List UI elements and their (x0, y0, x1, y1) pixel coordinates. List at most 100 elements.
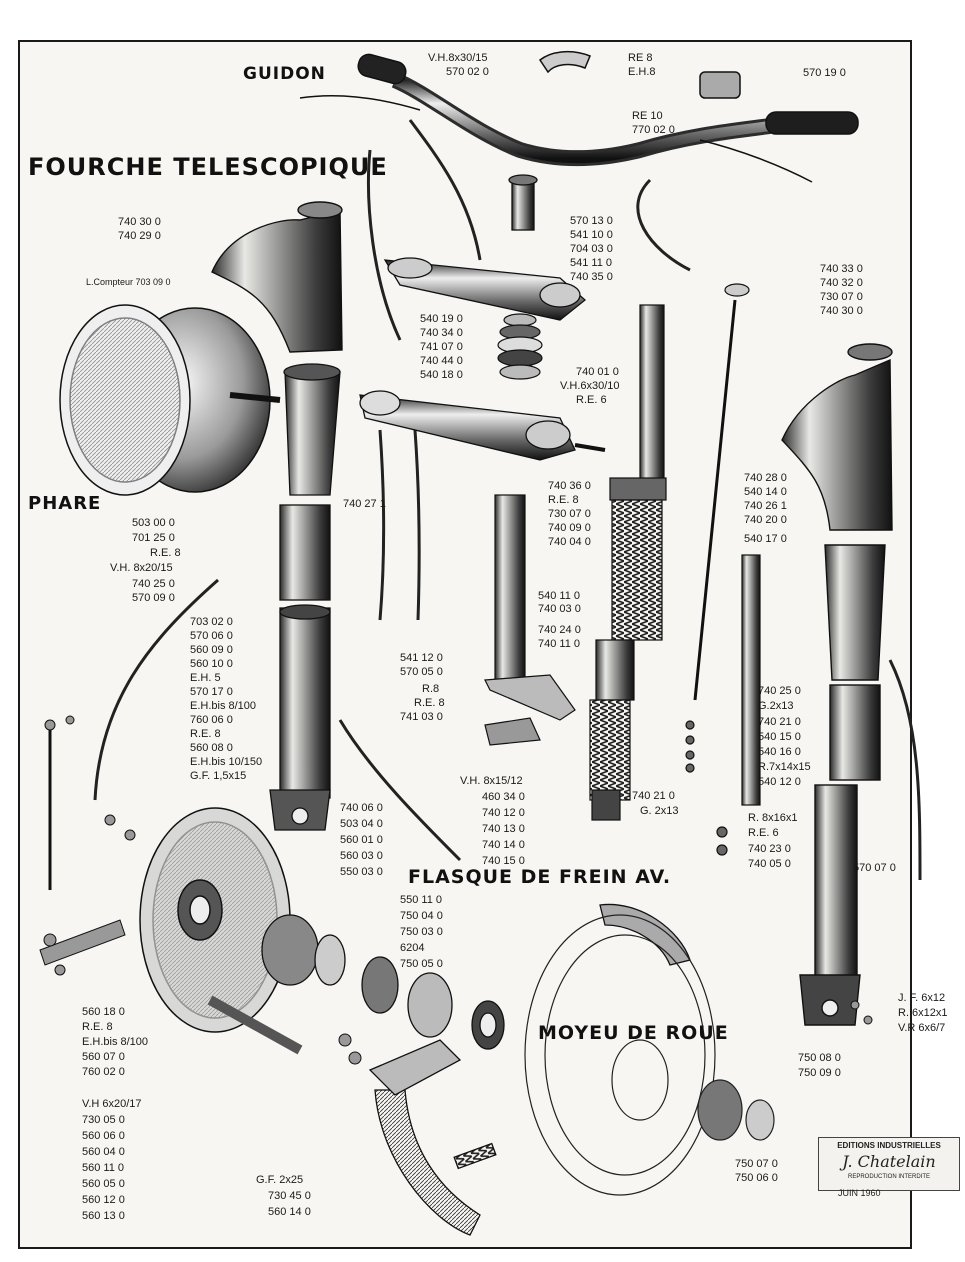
part-label: E.H.8 (628, 66, 656, 78)
part-label: 740 36 0 (548, 480, 591, 492)
part-label: 570 05 0 (400, 666, 443, 678)
right-rod (685, 283, 761, 856)
part-label: 750 09 0 (798, 1067, 841, 1079)
part-label: 750 06 0 (735, 1172, 778, 1184)
part-label: 503 00 0 (132, 517, 175, 529)
part-label: 741 03 0 (400, 711, 443, 723)
part-label: 570 19 0 (803, 67, 846, 79)
part-label: 540 14 0 (744, 486, 787, 498)
part-label: 740 30 0 (820, 305, 863, 317)
part-label: 540 18 0 (420, 369, 463, 381)
wheel-hub (524, 914, 775, 1196)
part-label: 560 09 0 (190, 644, 233, 656)
part-label: 730 07 0 (548, 508, 591, 520)
title-guidon: GUIDON (243, 64, 326, 84)
part-label: 740 33 0 (820, 263, 863, 275)
part-label: 750 03 0 (400, 926, 443, 938)
part-label: 560 18 0 (82, 1006, 125, 1018)
brake-shoes (368, 903, 691, 1236)
part-label: 740 44 0 (420, 355, 463, 367)
part-label: 740 23 0 (748, 843, 791, 855)
part-label: G.2x13 (758, 700, 794, 712)
left-fork-tubes (269, 363, 341, 831)
part-label: 560 05 0 (82, 1178, 125, 1190)
title-moyeu: MOYEU DE ROUE (538, 1022, 729, 1044)
part-label: L.Compteur 703 09 0 (86, 277, 171, 287)
part-label: 760 02 0 (82, 1066, 125, 1078)
fork-spring (484, 304, 667, 821)
part-label: J. F. 6x12 (898, 992, 946, 1004)
part-label: RE 8 (628, 52, 653, 64)
part-label: 740 34 0 (420, 327, 463, 339)
part-label: G. 2x13 (640, 805, 679, 817)
part-label: 541 12 0 (400, 652, 443, 664)
small-hardware (39, 715, 873, 1065)
part-label: 740 05 0 (748, 858, 791, 870)
part-label: R.7x14x15 (758, 761, 811, 773)
part-label: 750 04 0 (400, 910, 443, 922)
part-label: 560 01 0 (340, 834, 383, 846)
part-label: R.E. 8 (82, 1021, 113, 1033)
part-label: 740 15 0 (482, 855, 525, 867)
part-label: 541 10 0 (570, 229, 613, 241)
title-flasque: FLASQUE DE FREIN AV. (408, 866, 672, 888)
poster-sheet (18, 40, 912, 1249)
part-label: 560 06 0 (82, 1130, 125, 1142)
part-label: 540 19 0 (420, 313, 463, 325)
part-label: 541 11 0 (570, 257, 613, 269)
part-label: 740 28 0 (744, 472, 787, 484)
part-label: V.H. 8x15/12 (460, 775, 523, 787)
part-label: 6204 (400, 942, 425, 954)
part-label: 560 14 0 (268, 1206, 311, 1218)
part-label: V.H.8x30/15 (428, 52, 488, 64)
part-label: 740 11 0 (538, 638, 581, 650)
part-label: 740 01 0 (576, 366, 619, 378)
publisher-rights: REPRODUCTION INTERDITE (847, 1174, 930, 1180)
part-label: 560 10 0 (190, 658, 233, 670)
part-label: 740 29 0 (118, 230, 161, 242)
part-label: 740 24 0 (538, 624, 581, 636)
part-label: 770 02 0 (632, 124, 675, 136)
part-label: 540 12 0 (758, 776, 801, 788)
part-label: 503 04 0 (340, 818, 383, 830)
part-label: 540 17 0 (744, 533, 787, 545)
part-label: 740 09 0 (548, 522, 591, 534)
part-label: R.E. 8 (548, 494, 579, 506)
part-label: 760 06 0 (190, 714, 233, 726)
part-label: 750 08 0 (798, 1052, 841, 1064)
part-label: 740 21 0 (758, 716, 801, 728)
cables (93, 119, 922, 881)
part-label: 740 30 0 (118, 216, 161, 228)
handlebar (299, 50, 859, 183)
part-label: 460 34 0 (482, 791, 525, 803)
part-label: 740 26 1 (744, 500, 787, 512)
part-label: 570 06 0 (190, 630, 233, 642)
part-label: R.8 (422, 683, 440, 695)
part-label: 550 03 0 (340, 866, 383, 878)
part-label: E.H.bis 8/100 (190, 700, 257, 712)
part-label: 741 07 0 (420, 341, 463, 353)
part-label: 570 07 0 (853, 862, 896, 874)
publication-date: JUIN 1960 (838, 1188, 881, 1198)
part-label: 730 45 0 (268, 1190, 311, 1202)
part-label: 750 05 0 (400, 958, 443, 970)
part-label: V.H 6x20/17 (82, 1098, 142, 1110)
part-label: 560 11 0 (82, 1162, 125, 1174)
part-label: 740 32 0 (820, 277, 863, 289)
part-label: R.E. 8 (150, 547, 181, 559)
lower-clamp (359, 390, 606, 461)
part-label: 570 13 0 (570, 215, 613, 227)
part-label: 740 35 0 (570, 271, 613, 283)
part-label: 550 11 0 (400, 894, 443, 906)
part-label: 570 02 0 (446, 66, 489, 78)
part-label: 560 03 0 (340, 850, 383, 862)
part-label: 570 17 0 (190, 686, 233, 698)
axle-parts (261, 914, 505, 1050)
upper-clamp (383, 174, 587, 321)
part-label: 540 16 0 (758, 746, 801, 758)
part-label: 740 27 1 (343, 498, 386, 510)
part-label: 740 21 0 (632, 790, 675, 802)
part-label: 540 11 0 (538, 590, 581, 602)
part-label: E.H.bis 8/100 (82, 1036, 149, 1048)
headlamp (59, 304, 281, 496)
